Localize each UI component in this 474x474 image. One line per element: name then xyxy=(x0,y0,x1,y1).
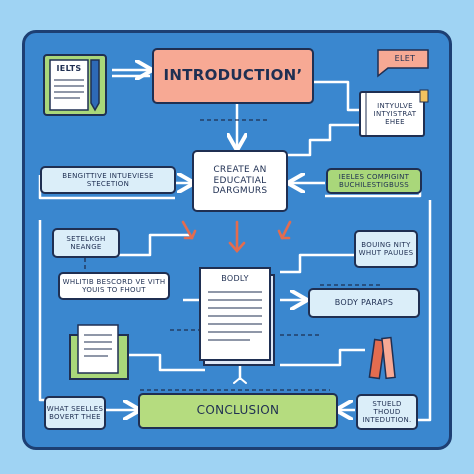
document-stack-icon xyxy=(69,324,129,380)
orange-arrow-left-head xyxy=(183,229,197,240)
connector-outer-right xyxy=(415,200,432,422)
markers-icon xyxy=(368,336,396,380)
body-document-icon xyxy=(199,267,275,366)
connector-right-lower xyxy=(280,253,355,274)
bottom-left-box: WHAT SEELLES BOVERT THEE xyxy=(44,396,106,430)
bottom-right-box: STUELD THOUD INTEDUTION. xyxy=(356,394,418,430)
orange-arrow-right-head xyxy=(277,229,291,240)
pencil-icon xyxy=(90,59,100,112)
ielts-card-icon xyxy=(43,54,107,116)
orange-arrow-right xyxy=(280,220,292,240)
orange-arrow-left xyxy=(181,220,194,240)
arrowhead-conclusion-up xyxy=(233,376,247,384)
connector-lower-left xyxy=(125,353,205,372)
elet-flag-shape xyxy=(377,49,429,78)
elet-flag: ELET xyxy=(394,54,416,64)
connector-lower-right xyxy=(280,348,365,367)
orange-arrow-center-head xyxy=(228,241,246,253)
intro-note-box: INTYULVE INTYISTRAT EHEE xyxy=(373,101,417,127)
conclusion-label: CONCLUSION xyxy=(196,403,280,418)
body-paraps-box: BODY PARAPS xyxy=(308,288,420,318)
conclusion-box: CONCLUSION xyxy=(138,393,338,429)
introduction-label: INTRODUCTION’ xyxy=(163,66,303,85)
notebook-icon xyxy=(359,89,429,137)
body-label-box: BODLY xyxy=(221,274,249,284)
left-note-box: WHLITIB BESCORD VE VITH YOUIS TO FHOUT xyxy=(58,272,170,300)
right-mid-box: IEELES COMPIGINT BUCHILESTIGBUSS xyxy=(326,168,422,194)
create-label: CREATE AN EDUCATIAL DARGMURS xyxy=(212,165,268,197)
left-lower-box: SETELKGH NEANGE xyxy=(52,228,120,258)
introduction-box: INTRODUCTION’ xyxy=(152,48,314,104)
connector-right-top xyxy=(285,123,360,157)
create-box: CREATE AN EDUCATIAL DARGMURS xyxy=(192,150,288,212)
right-lower-box: BOUING NITY WHUT PAUUES xyxy=(354,230,418,268)
left-mid-box: BENGITTIVE INTUEVIESE STECETION xyxy=(40,166,176,194)
ielts-card-label: IELTS xyxy=(56,64,82,74)
connector-intro-right xyxy=(312,80,360,112)
